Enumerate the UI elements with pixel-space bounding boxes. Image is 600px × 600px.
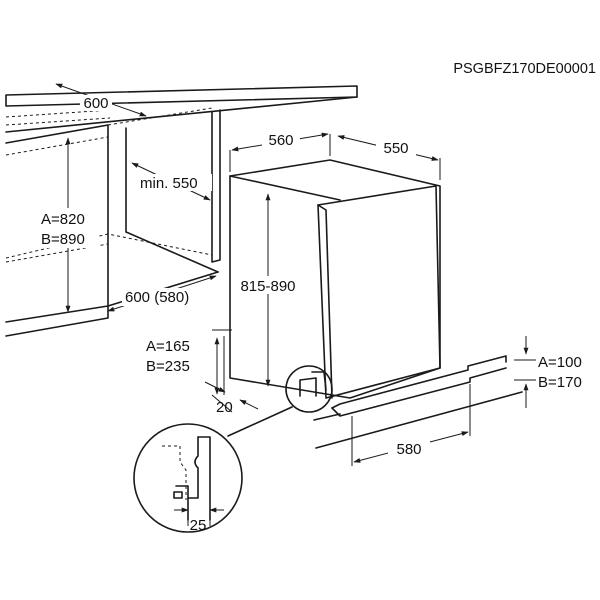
detail-callout-marker <box>285 365 333 413</box>
appliance-door-edge <box>317 204 333 399</box>
niche-depth-label: 600 (580) <box>125 289 189 306</box>
plinth-bottom-edge <box>331 367 507 417</box>
detail-view: 25 <box>133 423 243 534</box>
document-code: PSGBFZ170DE00001 <box>453 61 596 77</box>
plinth-height-a-label: A=165 <box>146 338 190 355</box>
niche-height-b-label: B=890 <box>41 231 85 248</box>
appliance <box>229 159 441 399</box>
plinth-top-edge <box>331 355 507 409</box>
niche-depth-min-label: min. 550 <box>140 175 198 192</box>
left-cabinet-side <box>5 124 109 337</box>
worktop-underside <box>5 96 358 133</box>
niche-floor-hidden <box>5 233 213 259</box>
detail-offset-label: 25 <box>190 517 207 534</box>
appliance-top-front-edge <box>229 175 341 201</box>
appliance-depth-label: 550 <box>383 140 408 157</box>
plinth-setback-label: 20 <box>216 399 233 416</box>
niche-right-panel <box>211 109 221 263</box>
appliance-height-label: 815-890 <box>240 278 295 295</box>
appliance-width-label: 560 <box>268 132 293 149</box>
plinth-gap-b-label: B=170 <box>538 374 582 391</box>
plinth-gap-a-label: A=100 <box>538 354 582 371</box>
niche-height-a-label: A=820 <box>41 211 85 228</box>
plinth-width-label: 580 <box>396 441 421 458</box>
floor-line <box>315 391 523 449</box>
plinth <box>313 355 523 449</box>
appliance-door <box>317 185 441 399</box>
plinth-height-b-label: B=235 <box>146 358 190 375</box>
detail-circle <box>133 423 243 533</box>
niche-back-wall <box>125 127 219 273</box>
niche-width-label: 600 <box>83 95 108 112</box>
detail-leader-line <box>227 406 293 437</box>
